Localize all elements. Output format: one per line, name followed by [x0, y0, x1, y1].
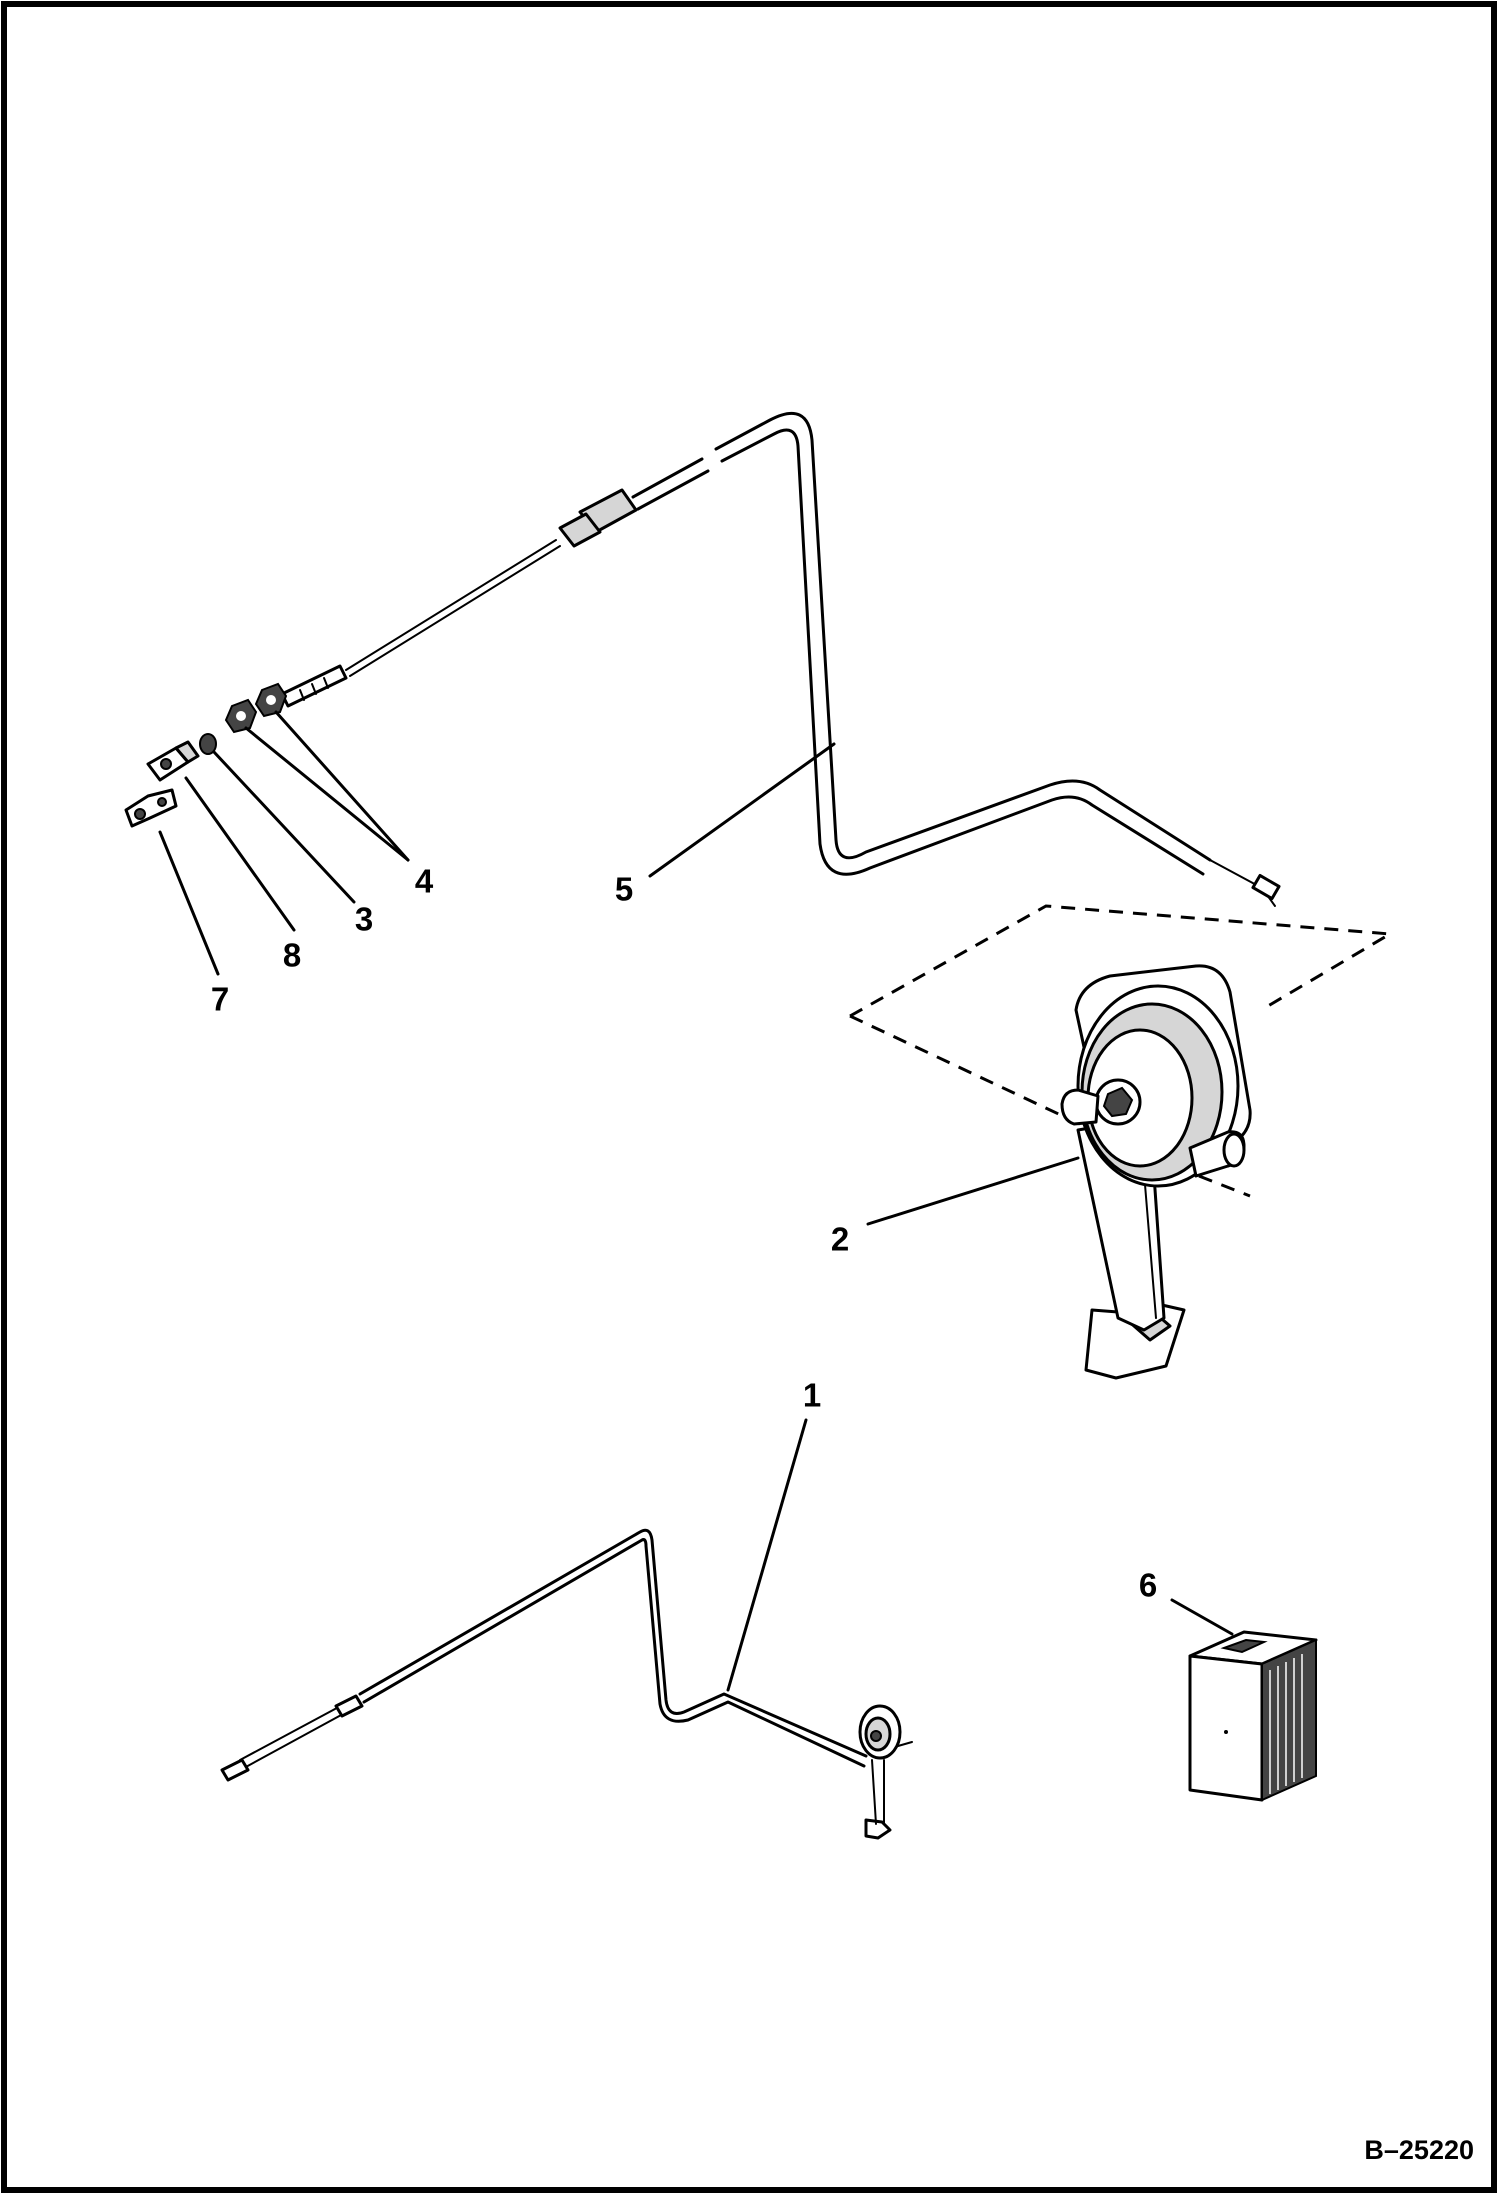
clevis-part-8 [146, 740, 200, 782]
callout-2: 2 [831, 1221, 849, 1258]
callout-1: 1 [803, 1377, 821, 1414]
drawing-code: B–25220 [1364, 2135, 1474, 2165]
throttle-lever-part-2 [1060, 964, 1252, 1380]
leader-8 [184, 776, 296, 932]
leader-lines [158, 710, 1234, 1692]
leader-3 [212, 750, 356, 904]
leader-2 [866, 1156, 1080, 1226]
leader-7 [158, 830, 220, 976]
callout-4: 4 [415, 863, 434, 900]
washer-part-3 [199, 733, 217, 755]
leader-1 [726, 1418, 808, 1692]
callout-8: 8 [283, 937, 301, 974]
callout-3: 3 [355, 901, 373, 938]
callout-6: 6 [1139, 1567, 1157, 1604]
pin-clip-part-7 [124, 788, 178, 828]
mounting-outline [849, 904, 1395, 1198]
manual-part-6 [1188, 1630, 1318, 1802]
callout-5: 5 [615, 871, 633, 908]
leader-4a [274, 710, 410, 862]
callout-7: 7 [211, 981, 229, 1018]
control-cable-part-5 [280, 411, 1281, 907]
nuts-part-4 [224, 682, 288, 734]
leader-4b [244, 726, 410, 862]
throttle-assembly-part-1 [220, 1528, 913, 1840]
leader-5 [648, 742, 836, 878]
leader-6 [1170, 1598, 1234, 1636]
